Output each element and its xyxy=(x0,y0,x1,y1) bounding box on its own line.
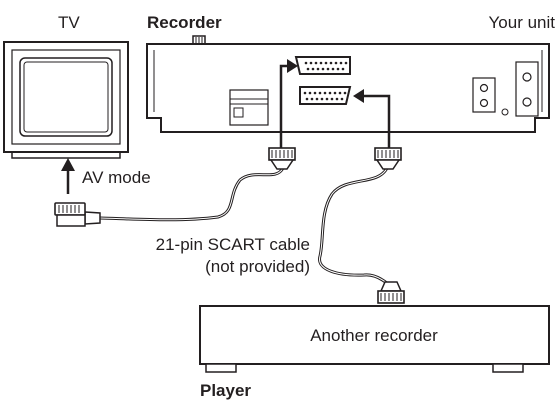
another-recorder-device xyxy=(199,305,550,373)
tv-label: TV xyxy=(58,13,80,32)
scart-plug-player xyxy=(377,281,405,304)
player-label: Player xyxy=(200,381,251,400)
your-unit-label: Your unit xyxy=(489,13,556,32)
av-mode-arrow xyxy=(61,158,75,194)
scart-socket-top xyxy=(294,56,351,75)
scart-plug-recorder-right xyxy=(374,147,402,170)
scart-socket-bottom xyxy=(299,86,352,105)
signal-arrow-tv-out xyxy=(279,59,298,148)
signal-arrow-player-in xyxy=(353,89,391,148)
av-mode-label: AV mode xyxy=(82,168,151,187)
cable-label-line1: 21-pin SCART cable xyxy=(156,235,310,254)
recorder-label: Recorder xyxy=(147,13,222,32)
another-recorder-label: Another recorder xyxy=(310,326,438,345)
recorder-unit xyxy=(146,35,550,133)
scart-plug-tv xyxy=(54,202,101,227)
tv-set xyxy=(3,41,129,159)
cable-label-line2: (not provided) xyxy=(205,257,310,276)
scart-cable-player xyxy=(318,167,389,286)
scart-plug-recorder-left xyxy=(268,147,296,170)
scart-cable-tv xyxy=(99,167,285,222)
